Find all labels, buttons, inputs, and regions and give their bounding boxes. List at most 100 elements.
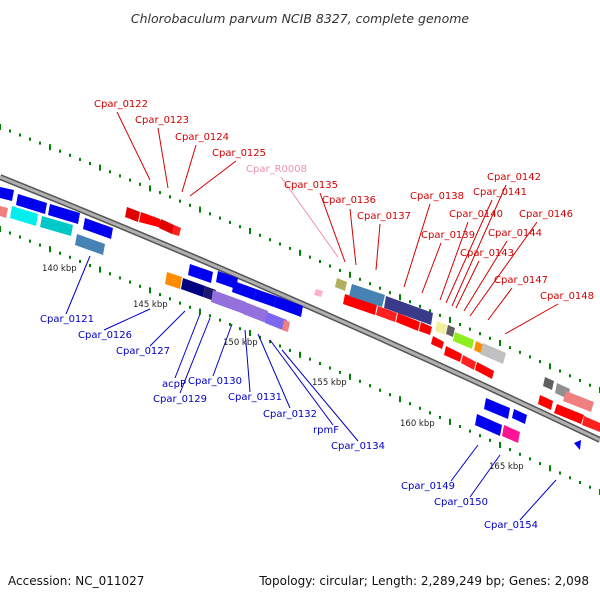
label-cpar0147[interactable]: Cpar_0147 (494, 275, 548, 286)
gene-cpar0121-f (48, 204, 80, 224)
tick-mark (389, 291, 391, 295)
kbp-tick-160: 160 kbp (400, 419, 435, 429)
tick-mark (379, 286, 381, 290)
tick-mark (469, 327, 471, 331)
label-cpar0136[interactable]: Cpar_0136 (322, 195, 376, 206)
tick-mark (279, 242, 281, 246)
label-cpar0129[interactable]: Cpar_0129 (153, 394, 207, 405)
gene-cpar0143 (453, 332, 474, 349)
label-cpar0141[interactable]: Cpar_0141 (473, 187, 527, 198)
reverse-strand-genes (0, 187, 581, 450)
tick-mark (589, 383, 591, 387)
tick-mark (529, 355, 531, 359)
kbp-tick-145: 145 kbp (133, 300, 168, 310)
label-cpar0123[interactable]: Cpar_0123 (135, 115, 189, 126)
tick-mark (309, 357, 311, 361)
gene-cpar0121-d (40, 216, 73, 236)
label-cpar0139[interactable]: Cpar_0139 (421, 230, 475, 241)
gene-cpar0127 (188, 264, 213, 283)
label-cpar0127[interactable]: Cpar_0127 (116, 346, 170, 357)
gene-rpmf (254, 289, 276, 307)
tick-mark (399, 396, 401, 403)
tick-mark (129, 280, 131, 284)
callout-line (244, 329, 251, 393)
tick-mark (39, 243, 41, 247)
tick-mark (29, 239, 31, 243)
callout-line (463, 240, 508, 312)
gene-cpar0134-c (282, 320, 290, 332)
tick-mark (509, 448, 511, 452)
tick-mark (479, 332, 481, 336)
tick-mark (19, 133, 21, 137)
tick-mark (249, 330, 251, 336)
tick-mark (439, 415, 441, 419)
label-cpar0137[interactable]: Cpar_0137 (357, 211, 411, 222)
gene-cpar0144 (431, 336, 444, 349)
tick-mark (9, 231, 11, 235)
label-cpar0138[interactable]: Cpar_0138 (410, 191, 464, 202)
label-acpp[interactable]: acpP (162, 379, 186, 390)
label-cpar0122[interactable]: Cpar_0122 (94, 99, 148, 110)
label-cpar0143[interactable]: Cpar_0143 (460, 248, 514, 259)
label-cpar0131[interactable]: Cpar_0131 (228, 392, 282, 403)
callout-line (469, 221, 538, 317)
outer-tick-row (0, 124, 600, 393)
label-cpar0148[interactable]: Cpar_0148 (540, 291, 594, 302)
tick-mark (229, 322, 231, 326)
gene-cpar0150-b (502, 425, 520, 443)
gene-forward-c (538, 395, 553, 410)
tick-mark (139, 182, 141, 186)
kbp-tick-165: 165 kbp (489, 462, 524, 472)
callout-line (257, 333, 291, 409)
tick-mark (169, 297, 171, 301)
gene-cpar0147 (480, 343, 506, 364)
callout-line (280, 176, 339, 258)
callout-line (445, 199, 493, 304)
tick-mark (219, 216, 221, 220)
label-cpar-r0008[interactable]: Cpar_R0008 (246, 164, 307, 175)
tick-mark (79, 259, 81, 263)
tick-mark (0, 226, 1, 232)
gene-cpar0135-a (335, 278, 347, 291)
tick-mark (429, 411, 431, 415)
tick-mark (289, 348, 291, 352)
label-cpar0130[interactable]: Cpar_0130 (188, 376, 242, 387)
callout-line (65, 255, 91, 315)
tick-mark (449, 316, 451, 323)
label-cpar0146[interactable]: Cpar_0146 (519, 209, 573, 220)
label-cpar0142[interactable]: Cpar_0142 (487, 172, 541, 183)
label-cpar0150[interactable]: Cpar_0150 (434, 497, 488, 508)
label-cpar0134[interactable]: Cpar_0134 (331, 441, 385, 452)
gene-cpar0150 (475, 414, 502, 436)
gene-cpar0121-c (10, 206, 38, 226)
callout-line (157, 127, 169, 189)
label-cpar0125[interactable]: Cpar_0125 (212, 148, 266, 159)
label-cpar0124[interactable]: Cpar_0124 (175, 132, 229, 143)
tick-mark (149, 185, 151, 192)
gene-cpar0134-b (265, 312, 287, 331)
label-cpar0144[interactable]: Cpar_0144 (488, 228, 542, 239)
callout-line (349, 208, 357, 266)
tick-mark (109, 170, 111, 174)
tick-mark (519, 452, 521, 456)
callout-line (375, 223, 381, 271)
tick-mark (369, 282, 371, 286)
label-cpar0132[interactable]: Cpar_0132 (263, 409, 317, 420)
label-rpmf[interactable]: rpmF (313, 425, 339, 436)
tick-mark (589, 485, 591, 489)
callout-line (189, 160, 237, 197)
label-cpar0149[interactable]: Cpar_0149 (401, 481, 455, 492)
gene-cpar0142 (446, 325, 455, 337)
label-cpar0121[interactable]: Cpar_0121 (40, 314, 94, 325)
label-cpar0126[interactable]: Cpar_0126 (78, 330, 132, 341)
gene-cpar0121-b (0, 206, 8, 218)
gene-cpar0121-h (75, 234, 105, 255)
gene-forward-a (461, 355, 476, 370)
label-cpar0135[interactable]: Cpar_0135 (284, 180, 338, 191)
label-cpar0140[interactable]: Cpar_0140 (449, 209, 503, 220)
label-cpar0154[interactable]: Cpar_0154 (484, 520, 538, 531)
callout-line (174, 313, 201, 379)
tick-mark (559, 369, 561, 373)
callout-line (421, 242, 442, 294)
